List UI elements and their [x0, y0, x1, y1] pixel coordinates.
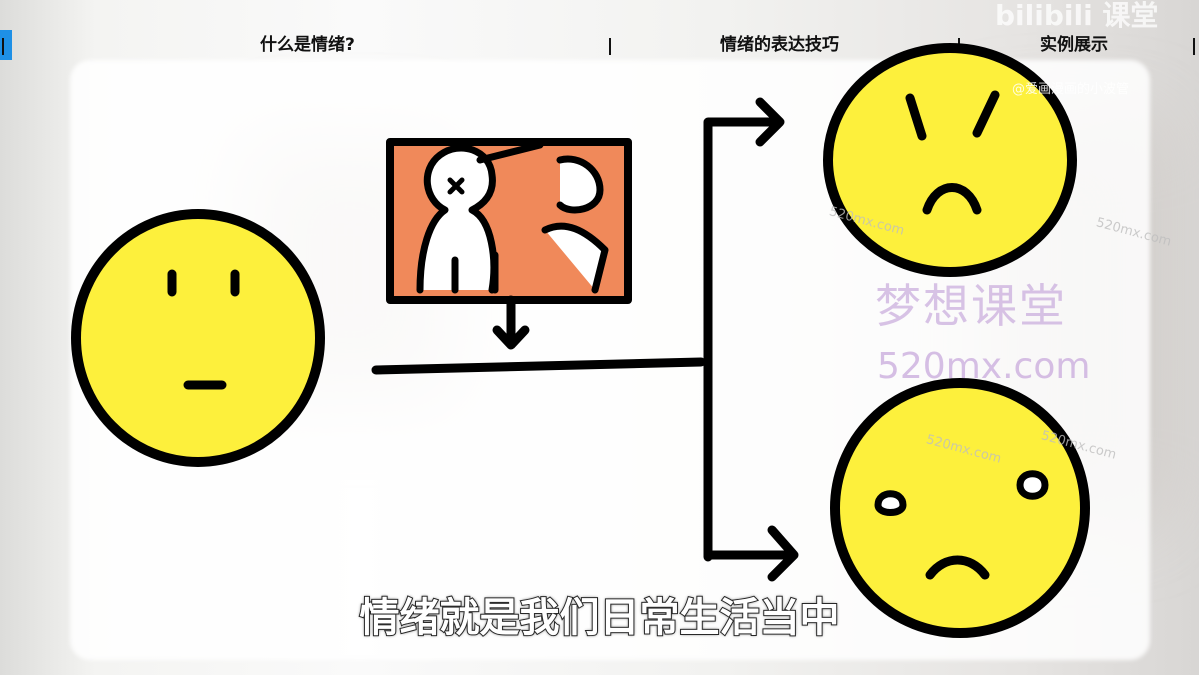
chapter-expression-skills[interactable]: 情绪的表达技巧	[720, 35, 839, 55]
watermark-site: 520mx.com	[877, 346, 1091, 387]
separator	[2, 38, 4, 55]
sad-face	[830, 378, 1090, 638]
bilibili-logo: bilibili 课堂	[995, 0, 1159, 32]
separator	[1193, 38, 1195, 55]
separator	[609, 38, 611, 55]
watermark-brand: 梦想课堂	[875, 279, 1067, 333]
chapter-nav: 什么是情绪? 情绪的表达技巧 实例展示	[0, 30, 1199, 64]
chapter-what-is-emotion[interactable]: 什么是情绪?	[260, 35, 355, 55]
angry-face	[823, 43, 1077, 277]
uploader-handle: @爱画漫画的小波管	[1012, 82, 1130, 97]
arrows	[371, 97, 799, 582]
picture-frame	[386, 138, 632, 304]
neutral-face	[71, 209, 325, 467]
subtitle: 情绪就是我们日常生活当中	[359, 594, 841, 642]
chapter-examples[interactable]: 实例展示	[1040, 35, 1108, 55]
